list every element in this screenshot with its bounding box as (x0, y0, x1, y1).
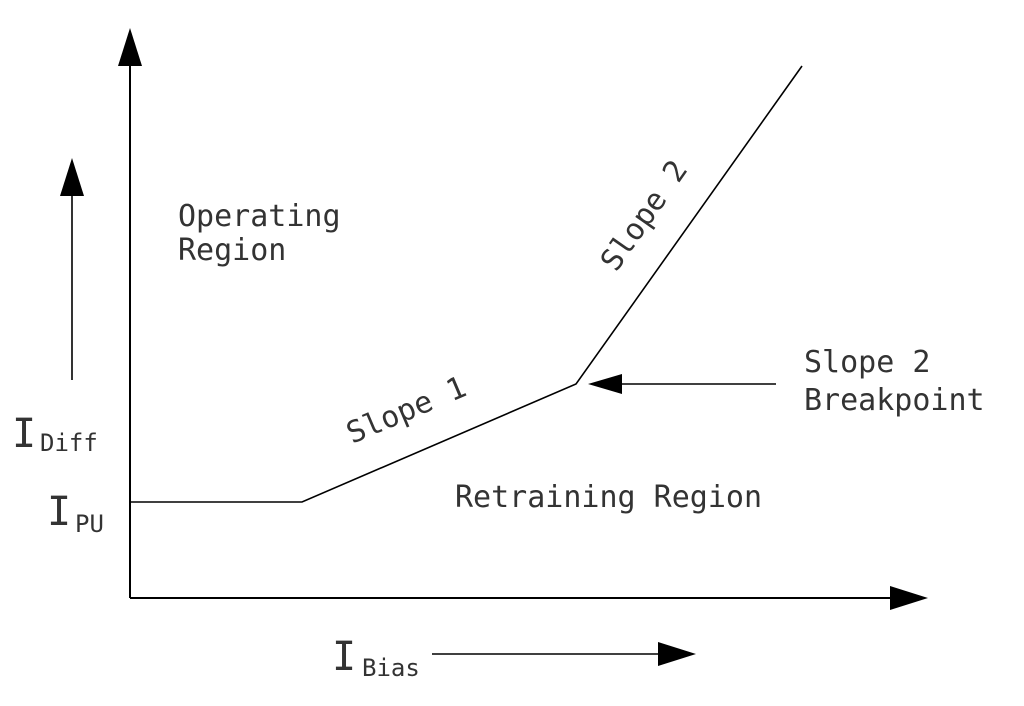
i-pu-label-sub: PU (75, 510, 104, 538)
y-axis-arrowhead (118, 28, 142, 66)
i-bias-label-sub: Bias (362, 654, 420, 682)
slope-1-label: Slope 1 (341, 370, 471, 452)
i-pu-label-main: I (47, 489, 71, 535)
retraining-region-label: Retraining Region (455, 480, 762, 515)
i-diff-label-sub: Diff (40, 429, 98, 457)
i-diff-label-main: I (12, 411, 36, 457)
i-diff-direction-arrowhead (60, 158, 84, 196)
characteristic-curve (130, 65, 803, 503)
i-bias-direction-arrowhead (658, 642, 696, 666)
slope-2-breakpoint-label-line2: Breakpoint (804, 383, 985, 418)
x-axis-arrowhead (890, 586, 928, 610)
i-bias-label-main: I (332, 634, 356, 680)
slope-2-breakpoint-label-line1: Slope 2 (804, 345, 930, 380)
operating-region-label-line2: Region (178, 233, 286, 268)
slope-2-label: Slope 2 (594, 154, 695, 278)
operating-region-label-line1: Operating (178, 199, 341, 234)
breakpoint-pointer-arrowhead (588, 374, 622, 394)
